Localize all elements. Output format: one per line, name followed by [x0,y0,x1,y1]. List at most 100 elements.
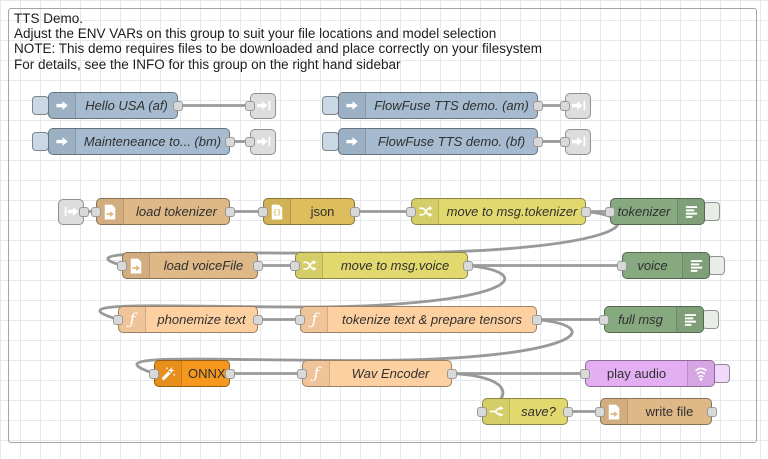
load-tokenizer-node[interactable]: load tokenizer [96,198,230,225]
load-voicefile-node[interactable]: load voiceFile [122,252,258,279]
wav-encoder-port-out[interactable] [447,368,457,379]
write-file-body[interactable]: write file [600,398,712,425]
change-voice-body[interactable]: move to msg.voice [295,252,468,279]
json-port-in[interactable] [258,206,268,217]
svg-text:ƒ: ƒ [308,311,320,328]
phonemize-text-icon-region: ƒ [119,307,146,332]
load-tokenizer-body[interactable]: load tokenizer [96,198,230,225]
inject-hello-usa-body[interactable]: Hello USA (af) [48,92,178,119]
inject-flowfuse-bf-node[interactable]: FlowFuse TTS demo. (bf) [322,128,538,155]
file-icon [103,204,117,220]
change-icon [302,258,317,273]
debug-tokenizer-node[interactable]: tokenizer [610,198,720,225]
json-node[interactable]: {}json [263,198,355,225]
debug-voice-port-in[interactable] [617,260,627,271]
json-body[interactable]: {}json [263,198,355,225]
play-audio-port-in[interactable] [580,368,590,379]
write-file-port-in[interactable] [595,406,605,417]
phonemize-text-port-out[interactable] [253,314,263,325]
link-out-1-port-in[interactable] [245,100,255,111]
link-out-3-port-in[interactable] [560,100,570,111]
tokenize-text-port-out[interactable] [532,314,542,325]
wav-encoder-label: Wav Encoder [351,366,430,381]
wav-encoder-port-in[interactable] [297,368,307,379]
debug-voice-button[interactable] [708,256,725,275]
group-border[interactable] [8,8,757,443]
load-voicefile-port-in[interactable] [117,260,127,271]
change-voice-port-in[interactable] [290,260,300,271]
link-in-1-port-out[interactable] [79,206,89,217]
inject-flowfuse-bf-button[interactable] [322,132,339,151]
debug-tokenizer-port-in[interactable] [605,206,615,217]
debug-full-msg-button[interactable] [702,310,719,329]
inject-hello-usa-port-out[interactable] [173,100,183,111]
inject-maintenance-port-out[interactable] [225,136,235,147]
play-audio-button[interactable] [713,364,730,383]
play-audio-body[interactable]: play audio [585,360,715,387]
debug-full-msg-body[interactable]: full msg [604,306,704,333]
onnx-port-out[interactable] [225,368,235,379]
inject-hello-usa-node[interactable]: Hello USA (af) [32,92,178,119]
inject-maintenance-button[interactable] [32,132,49,151]
json-port-out[interactable] [350,206,360,217]
debug-full-msg-port-in[interactable] [599,314,609,325]
change-voice-port-out[interactable] [463,260,473,271]
debug-full-msg-node[interactable]: full msg [604,306,719,333]
change-tokenizer-port-out[interactable] [581,206,591,217]
change-tokenizer-body[interactable]: move to msg.tokenizer [411,198,586,225]
load-voicefile-label: load voiceFile [163,258,244,273]
change-tokenizer-node[interactable]: move to msg.tokenizer [411,198,586,225]
debug-tokenizer-button[interactable] [703,202,720,221]
load-voicefile-icon-region [123,253,150,278]
debug-tokenizer-body[interactable]: tokenizer [610,198,705,225]
load-voicefile-port-out[interactable] [253,260,263,271]
inject-maintenance-node[interactable]: Mainteneance to... (bm) [32,128,230,155]
save-switch-port-in[interactable] [477,406,487,417]
inject-flowfuse-bf-body[interactable]: FlowFuse TTS demo. (bf) [338,128,538,155]
phonemize-text-port-in[interactable] [113,314,123,325]
onnx-node[interactable]: ONNX [154,360,230,387]
inject-flowfuse-am-node[interactable]: FlowFuse TTS demo. (am) [322,92,538,119]
link-out-icon [571,98,586,113]
change-tokenizer-port-in[interactable] [406,206,416,217]
change-voice-node[interactable]: move to msg.voice [295,252,468,279]
debug-icon [683,312,698,327]
inject-maintenance-body[interactable]: Mainteneance to... (bm) [48,128,230,155]
debug-voice-body[interactable]: voice [622,252,710,279]
write-file-port-out[interactable] [707,406,717,417]
load-tokenizer-port-out[interactable] [225,206,235,217]
inject-arrow-icon [55,98,70,113]
inject-flowfuse-am-button[interactable] [322,96,339,115]
write-file-node[interactable]: write file [600,398,712,425]
save-switch-port-out[interactable] [563,406,573,417]
inject-arrow-icon [345,98,360,113]
load-voicefile-body[interactable]: load voiceFile [122,252,258,279]
onnx-port-in[interactable] [149,368,159,379]
file-icon [129,258,143,274]
play-audio-node[interactable]: play audio [585,360,730,387]
link-out-2-port-in[interactable] [245,136,255,147]
inject-hello-usa-icon-region [49,93,76,118]
link-out-icon [571,134,586,149]
tokenize-text-port-in[interactable] [295,314,305,325]
wav-encoder-body[interactable]: ƒ Wav Encoder [302,360,452,387]
inject-flowfuse-bf-port-out[interactable] [533,136,543,147]
inject-flowfuse-am-body[interactable]: FlowFuse TTS demo. (am) [338,92,538,119]
link-out-4-port-in[interactable] [560,136,570,147]
svg-text:ƒ: ƒ [310,365,322,382]
load-tokenizer-port-in[interactable] [91,206,101,217]
onnx-body[interactable]: ONNX [154,360,230,387]
inject-flowfuse-bf-label: FlowFuse TTS demo. (bf) [377,134,526,149]
inject-flowfuse-am-port-out[interactable] [533,100,543,111]
save-switch-body[interactable]: save? [482,398,568,425]
inject-hello-usa-button[interactable] [32,96,49,115]
wav-encoder-node[interactable]: ƒ Wav Encoder [302,360,452,387]
inject-hello-usa-label: Hello USA (af) [85,98,168,113]
debug-voice-node[interactable]: voice [622,252,725,279]
save-switch-node[interactable]: save? [482,398,568,425]
